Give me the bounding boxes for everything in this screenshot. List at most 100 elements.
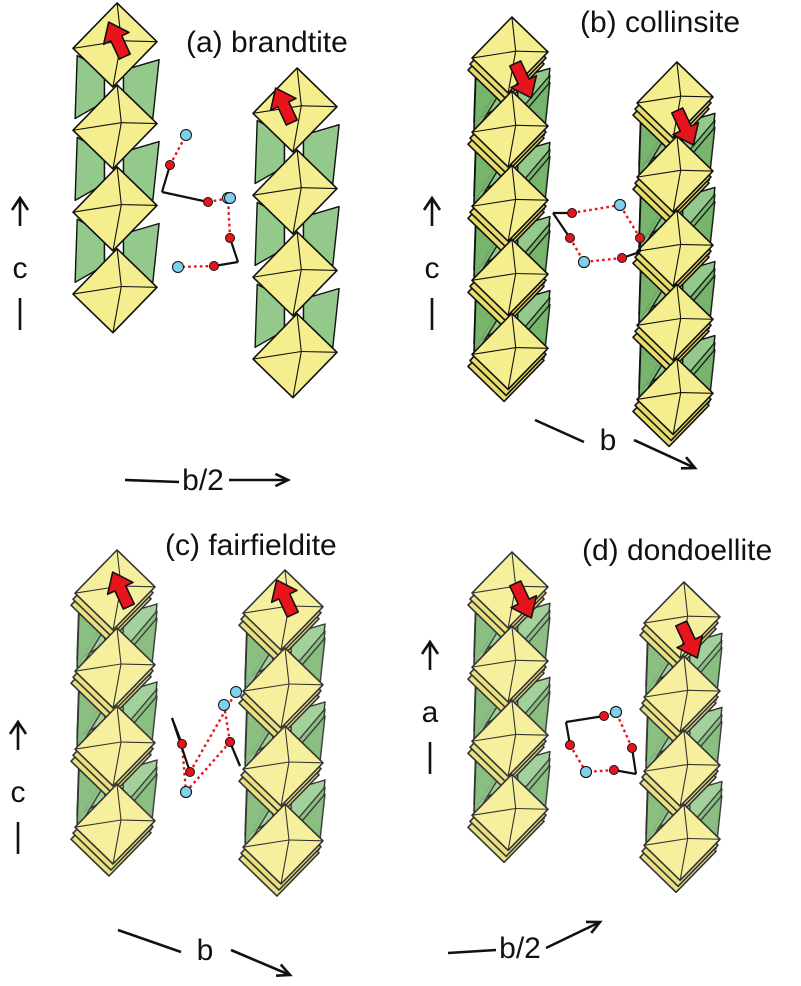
vertical-axis-label: c [11, 776, 26, 809]
covalent-bond [552, 212, 571, 239]
arrow-shape [509, 580, 538, 619]
octahedron-edge [120, 663, 156, 666]
arrow-shape [675, 620, 704, 659]
octahedron-edge [301, 350, 338, 353]
panel-title: (c) fairfieldite [165, 529, 337, 562]
octahedron-edge [471, 807, 516, 816]
octahedron-edge [515, 198, 549, 201]
hydrogen-bond [568, 237, 586, 263]
octahedron-edge [280, 683, 290, 729]
octahedron-edge [507, 808, 517, 851]
covalent-bond [565, 714, 605, 724]
octahedron-edge [252, 105, 302, 114]
octahedron-edge [643, 763, 688, 772]
axis-line [117, 928, 182, 954]
octahedron-edge [679, 764, 689, 807]
octahedron-edge [676, 136, 682, 171]
octahedron-edge [507, 199, 517, 242]
panel-d-structure [467, 551, 723, 894]
octahedron-edge [242, 683, 290, 692]
octahedron-edge [301, 269, 338, 271]
octahedron-edge [683, 730, 689, 765]
horizontal-axis-label: b/2 [499, 932, 541, 965]
octahedron-edge [296, 231, 302, 270]
octahedron-edge [471, 733, 516, 742]
octahedron-edge [112, 286, 122, 333]
octahedron-edge [507, 660, 517, 703]
octahedron-edge [687, 615, 721, 618]
hydrogen-atom [203, 197, 213, 207]
hydrogen-bond [614, 711, 634, 749]
hydrogen-atom [177, 739, 187, 749]
octahedron-edge [301, 187, 338, 190]
arrow-shape [106, 571, 135, 610]
hydrogen-atom [627, 743, 637, 753]
octahedron-edge [511, 626, 517, 661]
vertical-axis-label: c [13, 252, 28, 285]
octahedron-edge [121, 122, 158, 125]
axis-arrowhead [274, 472, 291, 488]
arrow-shape [270, 579, 299, 618]
oxygen-atom [580, 766, 592, 778]
octahedron-edge [116, 705, 122, 743]
octahedron-edge [471, 659, 516, 668]
octahedron-edge [515, 272, 549, 275]
octahedron-edge [680, 169, 714, 172]
octahedron-edge [680, 243, 714, 246]
octahedron-edge [636, 169, 681, 178]
hydrogen-bond [185, 741, 231, 793]
octahedron-edge [252, 350, 302, 360]
octahedron-edge [72, 204, 122, 213]
octahedron-edge [683, 581, 689, 617]
hydrogen-atom [567, 208, 577, 218]
panel-title: (d) dondoellite [582, 534, 772, 567]
axis-line [124, 478, 180, 484]
hydrogen-atom [225, 737, 235, 747]
oxygen-atom [230, 686, 242, 698]
octahedron-edge [676, 358, 682, 393]
octahedron-edge [471, 50, 516, 59]
arrow-up-icon [106, 571, 135, 610]
octahedron-edge [511, 313, 517, 348]
octahedron-edge [515, 733, 549, 736]
covalent-bond [161, 190, 209, 204]
panel-title: (b) collinsite [580, 6, 740, 39]
axis-arrow-up [8, 719, 28, 750]
oxygen-atom [614, 199, 626, 211]
oxygen-atom [180, 786, 192, 798]
octahedron-edge [680, 392, 714, 394]
octahedron-edge [643, 837, 688, 846]
arrow-down-icon [671, 107, 700, 146]
octahedron-edge [636, 95, 681, 104]
hydrogen-atom [609, 765, 619, 775]
octahedron-edge [471, 347, 516, 355]
octahedron-edge [687, 763, 721, 766]
octahedron-edge [676, 210, 682, 245]
axis-line [534, 418, 585, 444]
octahedron-edge [120, 741, 156, 744]
oxygen-atom [180, 129, 192, 141]
octahedron-edge [679, 838, 689, 881]
octahedron-edge [112, 819, 122, 865]
octahedron-edge [680, 317, 714, 320]
hydrogen-bond [177, 264, 215, 269]
octahedron-edge [112, 741, 122, 787]
octahedron-edge [471, 585, 516, 594]
octahedron-edge [284, 803, 290, 841]
hydrogen-atom [209, 261, 219, 271]
octahedron-edge [507, 125, 517, 168]
octahedron-edge [507, 734, 517, 777]
octahedron-edge [471, 272, 516, 281]
octahedron-edge [112, 204, 122, 251]
oxygen-atom [224, 192, 236, 204]
octahedron-edge [116, 627, 122, 665]
octahedron-edge [121, 204, 158, 206]
axis-arrowhead [585, 920, 603, 934]
octahedron-edge [676, 284, 682, 319]
axis-line [447, 948, 497, 955]
octahedron-edge [636, 317, 681, 326]
octahedron-edge [507, 347, 517, 390]
